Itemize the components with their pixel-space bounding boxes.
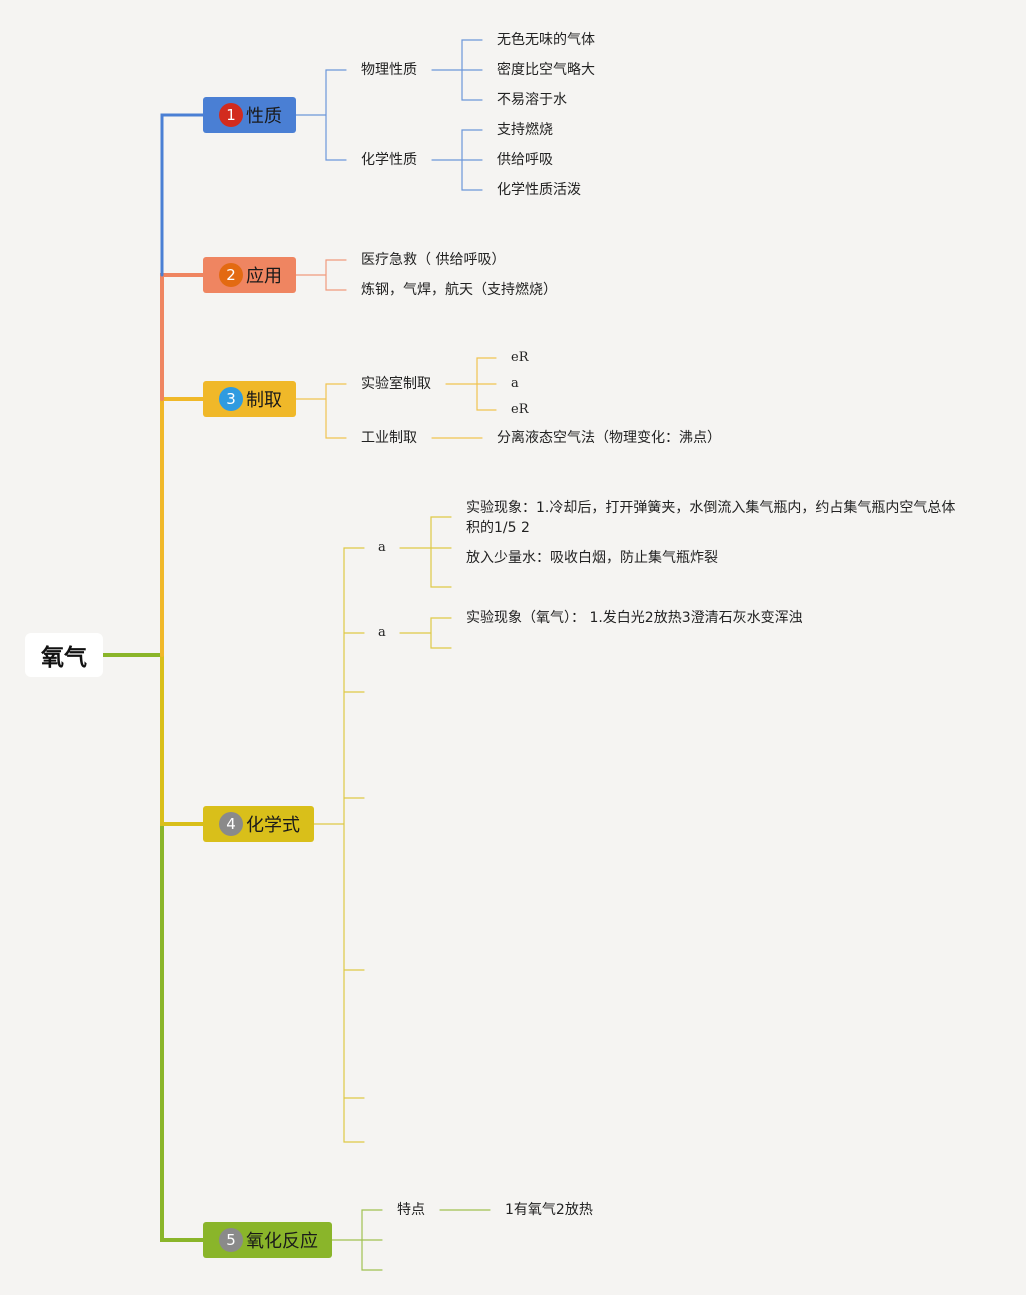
subtopic-characteristics[interactable]: 特点 bbox=[397, 1202, 425, 1218]
subtopic-a[interactable]: a bbox=[378, 540, 386, 555]
topic-label: 应用 bbox=[246, 266, 282, 287]
leaf-item[interactable]: 支持燃烧 bbox=[497, 122, 553, 138]
leaf-item[interactable]: 放入少量水：吸收白烟，防止集气瓶炸裂 bbox=[466, 550, 718, 566]
leaf-item[interactable]: 供给呼吸 bbox=[497, 152, 553, 168]
subtopic-industrial-preparation[interactable]: 工业制取 bbox=[361, 430, 417, 446]
number-badge: 2 bbox=[219, 263, 243, 287]
subtopic-a[interactable]: a bbox=[378, 625, 386, 640]
leaf-item[interactable]: 实验现象：1.冷却后，打开弹簧夹，水倒流入集气瓶内，约占集气瓶内空气总体积的1/… bbox=[466, 500, 956, 536]
subtopic-physical-properties[interactable]: 物理性质 bbox=[361, 62, 417, 78]
topic-formula[interactable]: 4 化学式 bbox=[203, 806, 314, 842]
leaf-item[interactable]: a bbox=[511, 376, 519, 391]
leaf-item[interactable]: 化学性质活泼 bbox=[497, 182, 581, 198]
topic-label: 制取 bbox=[246, 390, 282, 411]
leaf-item[interactable]: eR bbox=[511, 350, 529, 365]
topic-properties[interactable]: 1 性质 bbox=[203, 97, 296, 133]
number-badge: 1 bbox=[219, 103, 243, 127]
leaf-item[interactable]: 实验现象（氧气）： 1.发白光2放热3澄清石灰水变浑浊 bbox=[466, 610, 803, 626]
leaf-item[interactable]: 医疗急救（ 供给呼吸） bbox=[361, 252, 506, 268]
subtopic-chemical-properties[interactable]: 化学性质 bbox=[361, 152, 417, 168]
topic-label: 性质 bbox=[246, 106, 282, 127]
leaf-item[interactable]: 不易溶于水 bbox=[497, 92, 567, 108]
topic-label: 化学式 bbox=[246, 815, 300, 836]
leaf-item[interactable]: 1有氧气2放热 bbox=[505, 1202, 593, 1218]
topic-preparation[interactable]: 3 制取 bbox=[203, 381, 296, 417]
leaf-item[interactable]: 炼钢，气焊，航天（支持燃烧） bbox=[361, 282, 557, 298]
leaf-item[interactable]: 分离液态空气法（物理变化：沸点） bbox=[497, 430, 721, 446]
subtopic-lab-preparation[interactable]: 实验室制取 bbox=[361, 376, 431, 392]
leaf-item[interactable]: 密度比空气略大 bbox=[497, 62, 595, 78]
topic-oxidation[interactable]: 5 氧化反应 bbox=[203, 1222, 332, 1258]
topic-applications[interactable]: 2 应用 bbox=[203, 257, 296, 293]
number-badge: 3 bbox=[219, 387, 243, 411]
topic-label: 氧化反应 bbox=[246, 1231, 318, 1252]
number-badge: 5 bbox=[219, 1228, 243, 1252]
leaf-item[interactable]: 无色无味的气体 bbox=[497, 32, 595, 48]
leaf-item[interactable]: eR bbox=[511, 402, 529, 417]
root-topic[interactable]: 氧气 bbox=[25, 633, 103, 677]
number-badge: 4 bbox=[219, 812, 243, 836]
